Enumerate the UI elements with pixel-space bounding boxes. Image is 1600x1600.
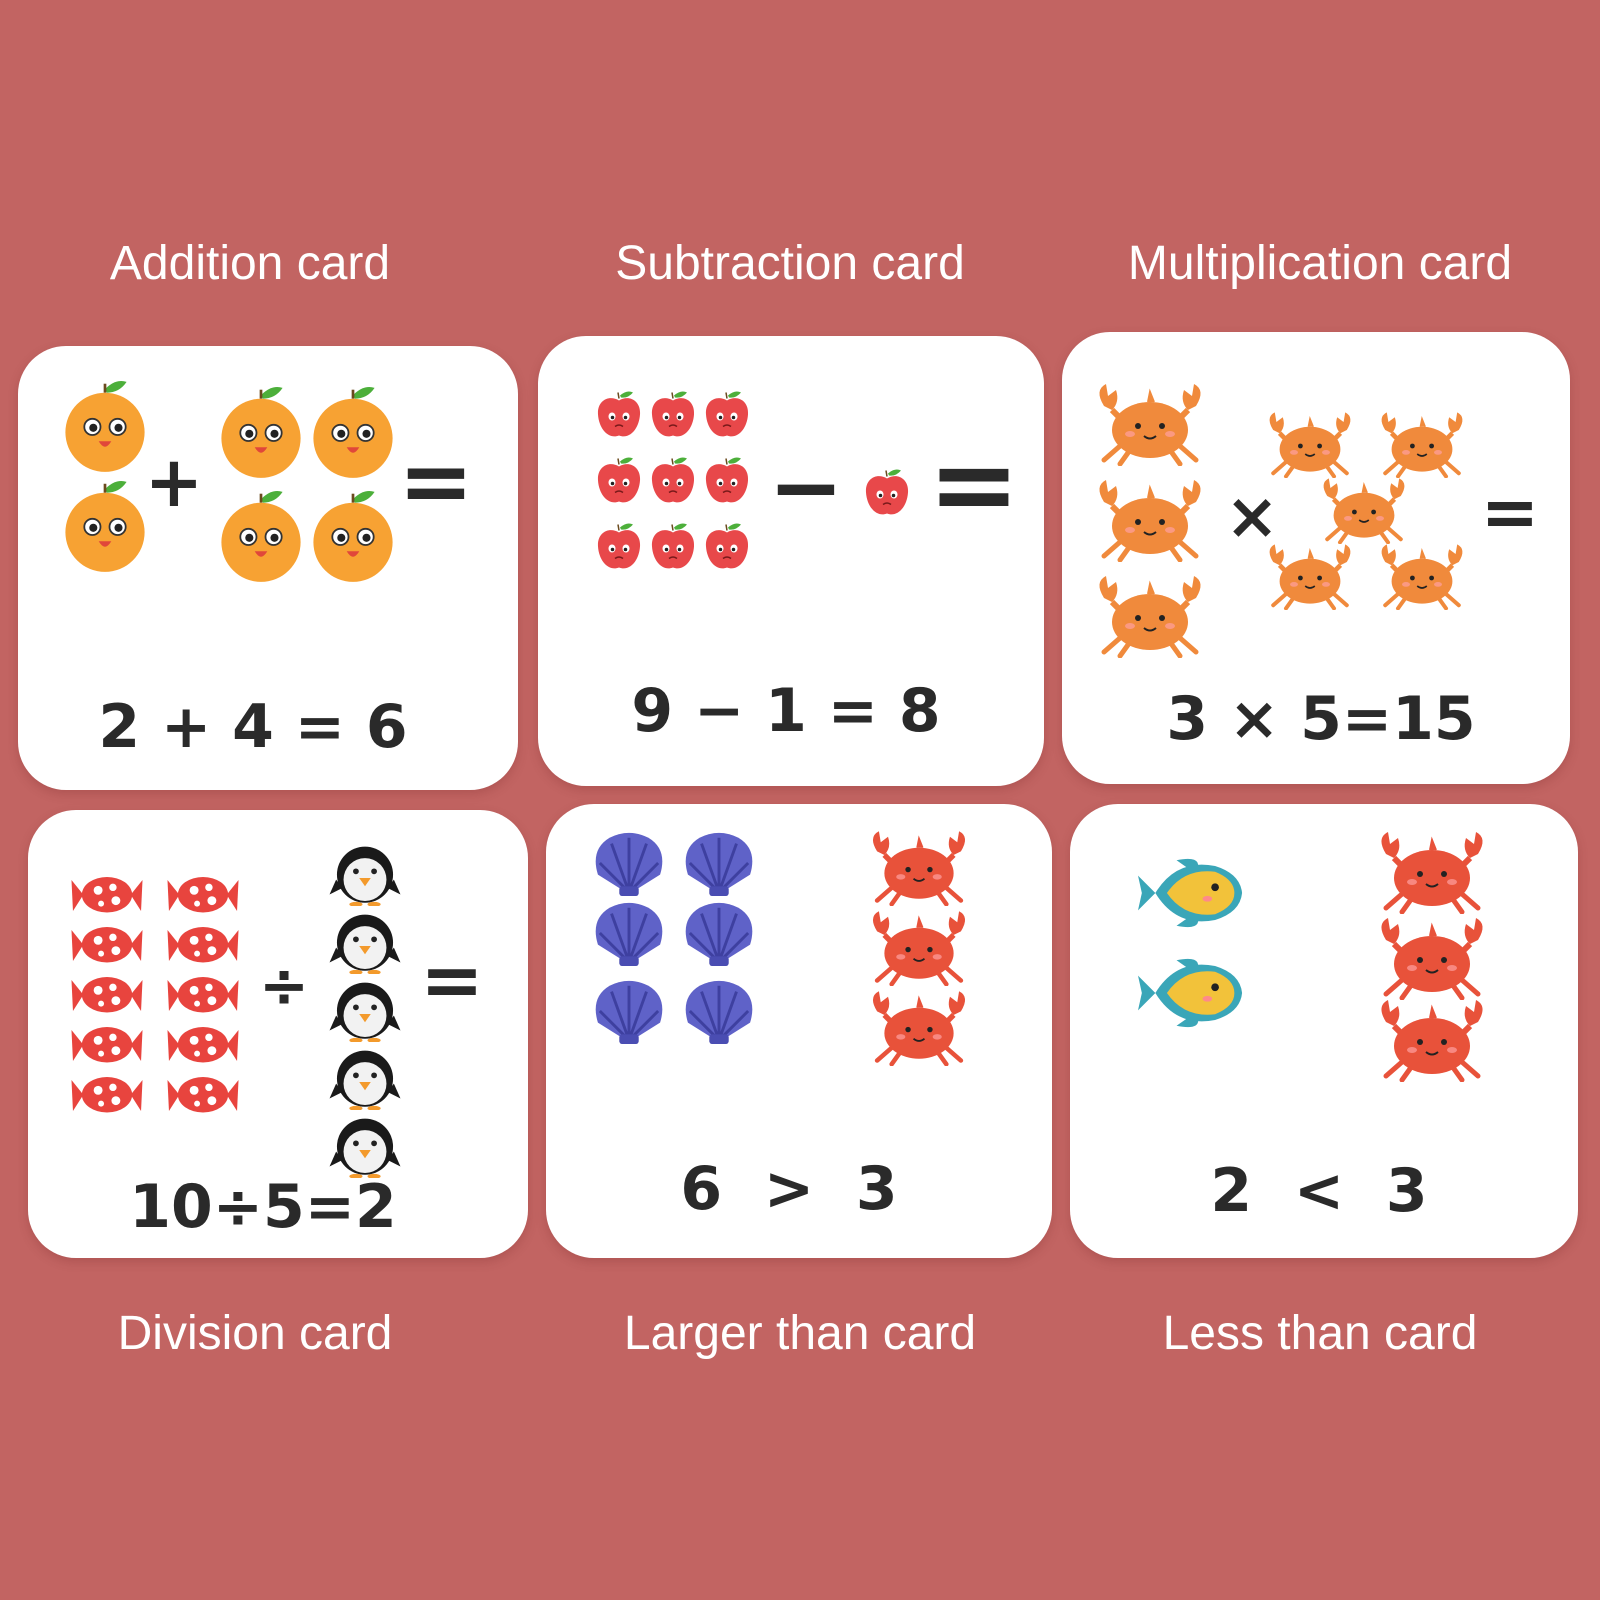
orange-icon [220,385,302,480]
apple-icon [597,456,641,504]
candy-icon [167,1076,239,1113]
subtraction-card: − = 9 − 1 = 8 [538,336,1044,786]
crab-icon [1099,480,1200,560]
shell-icon [594,901,664,968]
candy-icon [71,976,143,1013]
shell-icon [684,831,754,898]
apple-icon [597,390,641,438]
crab-icon [1381,918,1482,998]
equals-sign: = [398,429,473,534]
candy-icon [71,926,143,963]
subtraction-equation: 9 − 1 = 8 [631,676,941,746]
apple-icon [597,522,641,570]
larger-than-card: 6 > 3 [546,804,1052,1258]
crab-icon [873,831,965,904]
equals-sign: = [1481,471,1540,553]
addition-equation: 2 + 4 = 6 [98,692,408,762]
addition-illustration: + = [64,379,474,584]
penguin-icon [329,846,401,906]
crab-icon [1381,1000,1482,1080]
plus-sign: + [145,441,204,523]
fish-icon [1138,858,1243,928]
apple-icon [705,522,749,570]
subtraction-illustration: − = [597,390,1020,570]
times-sign: × [1225,480,1279,554]
candy-icon [167,1026,239,1063]
orange-icon [220,489,302,584]
addition-card: + = 2 + 4 = 6 [18,346,518,790]
crab-icon [1382,412,1463,476]
crab-icon [1381,832,1482,912]
candy-icon [71,1076,143,1113]
shell-icon [594,831,664,898]
apple-icon [651,522,695,570]
shell-icon [684,901,754,968]
caption-addition: Addition card [109,237,391,290]
orange-icon [312,385,394,480]
penguin-icon [329,914,401,974]
division-illustration: ÷ = [71,846,484,1178]
fish-icon [1138,958,1243,1028]
division-card: ÷ = 10÷5=2 [28,810,528,1258]
penguin-icon [329,1050,401,1110]
apple-icon [865,468,909,516]
crab-icon [1382,544,1463,608]
orange-icon [312,489,394,584]
minus-sign: − [768,435,843,540]
crab-icon [1270,544,1351,608]
division-equation: 10÷5=2 [129,1172,397,1242]
multiplication-equation: 3 × 5=15 [1166,684,1476,754]
crab-icon [1270,412,1351,476]
divide-sign: ÷ [259,951,309,1021]
orange-icon [64,379,146,474]
multiplication-illustration: × = [1062,332,1540,784]
caption-multiplication: Multiplication card [1127,237,1513,290]
orange-icon [64,479,146,574]
apple-icon [705,390,749,438]
equals-sign: = [420,935,484,1024]
caption-subtraction: Subtraction card [615,237,965,290]
apple-icon [651,390,695,438]
shell-icon [594,979,664,1046]
shell-icon [684,979,754,1046]
caption-less: Less than card [1162,1307,1478,1360]
candy-icon [167,976,239,1013]
larger-than-equation: 6 > 3 [680,1154,898,1224]
crab-icon [873,991,965,1064]
multiplication-card: × = 3 × 5=15 [1062,332,1570,784]
equals-sign: = [928,420,1020,548]
crab-icon [1099,384,1200,464]
candy-icon [167,926,239,963]
less-than-card: 2 < 3 [1070,804,1578,1258]
crab-icon [873,911,965,984]
candy-icon [71,1026,143,1063]
candy-icon [167,876,239,913]
apple-icon [651,456,695,504]
less-than-equation: 2 < 3 [1210,1156,1428,1226]
crab-icon [1324,478,1405,542]
crab-icon [1099,576,1200,656]
penguin-icon [329,982,401,1042]
penguin-icon [329,1118,401,1178]
candy-icon [71,876,143,913]
caption-division: Division card [117,1307,393,1360]
apple-icon [705,456,749,504]
caption-larger: Larger than card [623,1307,977,1360]
